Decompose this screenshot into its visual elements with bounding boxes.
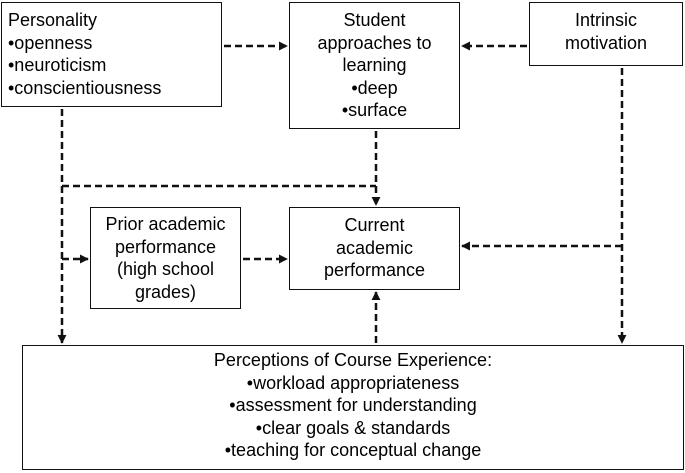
prior-line-1: Prior academic <box>105 214 226 234</box>
approaches-item-surface: •surface <box>341 100 408 120</box>
personality-item-openness: •openness <box>8 32 93 53</box>
current-academic-performance-box: Current academic performance <box>289 207 460 290</box>
perceptions-item-goals: •clear goals & standards <box>255 417 451 438</box>
prior-line-2: performance <box>114 236 217 257</box>
approaches-line-1: Student <box>343 10 406 30</box>
perceptions-item-assessment: •assessment for understanding <box>229 395 477 415</box>
current-line-1: Current <box>344 215 405 235</box>
perceptions-item-workload: •workload appropriateness <box>246 372 460 393</box>
prior-line-3: (high school <box>116 259 215 279</box>
student-approaches-box: Student approaches to learning •deep •su… <box>289 2 460 129</box>
intrinsic-motivation-box: Intrinsic motivation <box>529 2 683 66</box>
approaches-item-deep: •deep <box>351 77 398 98</box>
prior-line-4: grades) <box>134 281 197 302</box>
intrinsic-line-1: Intrinsic <box>574 10 637 30</box>
perceptions-item-teaching: •teaching for conceptual change <box>224 440 482 460</box>
personality-box: Personality •openness •neuroticism •cons… <box>1 2 222 107</box>
prior-academic-performance-box: Prior academic performance (high school … <box>90 207 241 309</box>
current-line-3: performance <box>323 260 426 280</box>
personality-title: Personality <box>8 10 98 30</box>
current-line-2: academic <box>335 237 414 258</box>
approaches-line-3: learning <box>342 55 407 75</box>
personality-item-conscientiousness: •conscientiousness <box>8 77 162 98</box>
perceptions-course-experience-box: Perceptions of Course Experience: •workl… <box>22 345 684 470</box>
personality-item-neuroticism: •neuroticism <box>8 55 107 75</box>
perceptions-title: Perceptions of Course Experience: <box>213 350 493 370</box>
approaches-line-2: approaches to <box>317 32 432 53</box>
intrinsic-line-2: motivation <box>564 32 648 53</box>
